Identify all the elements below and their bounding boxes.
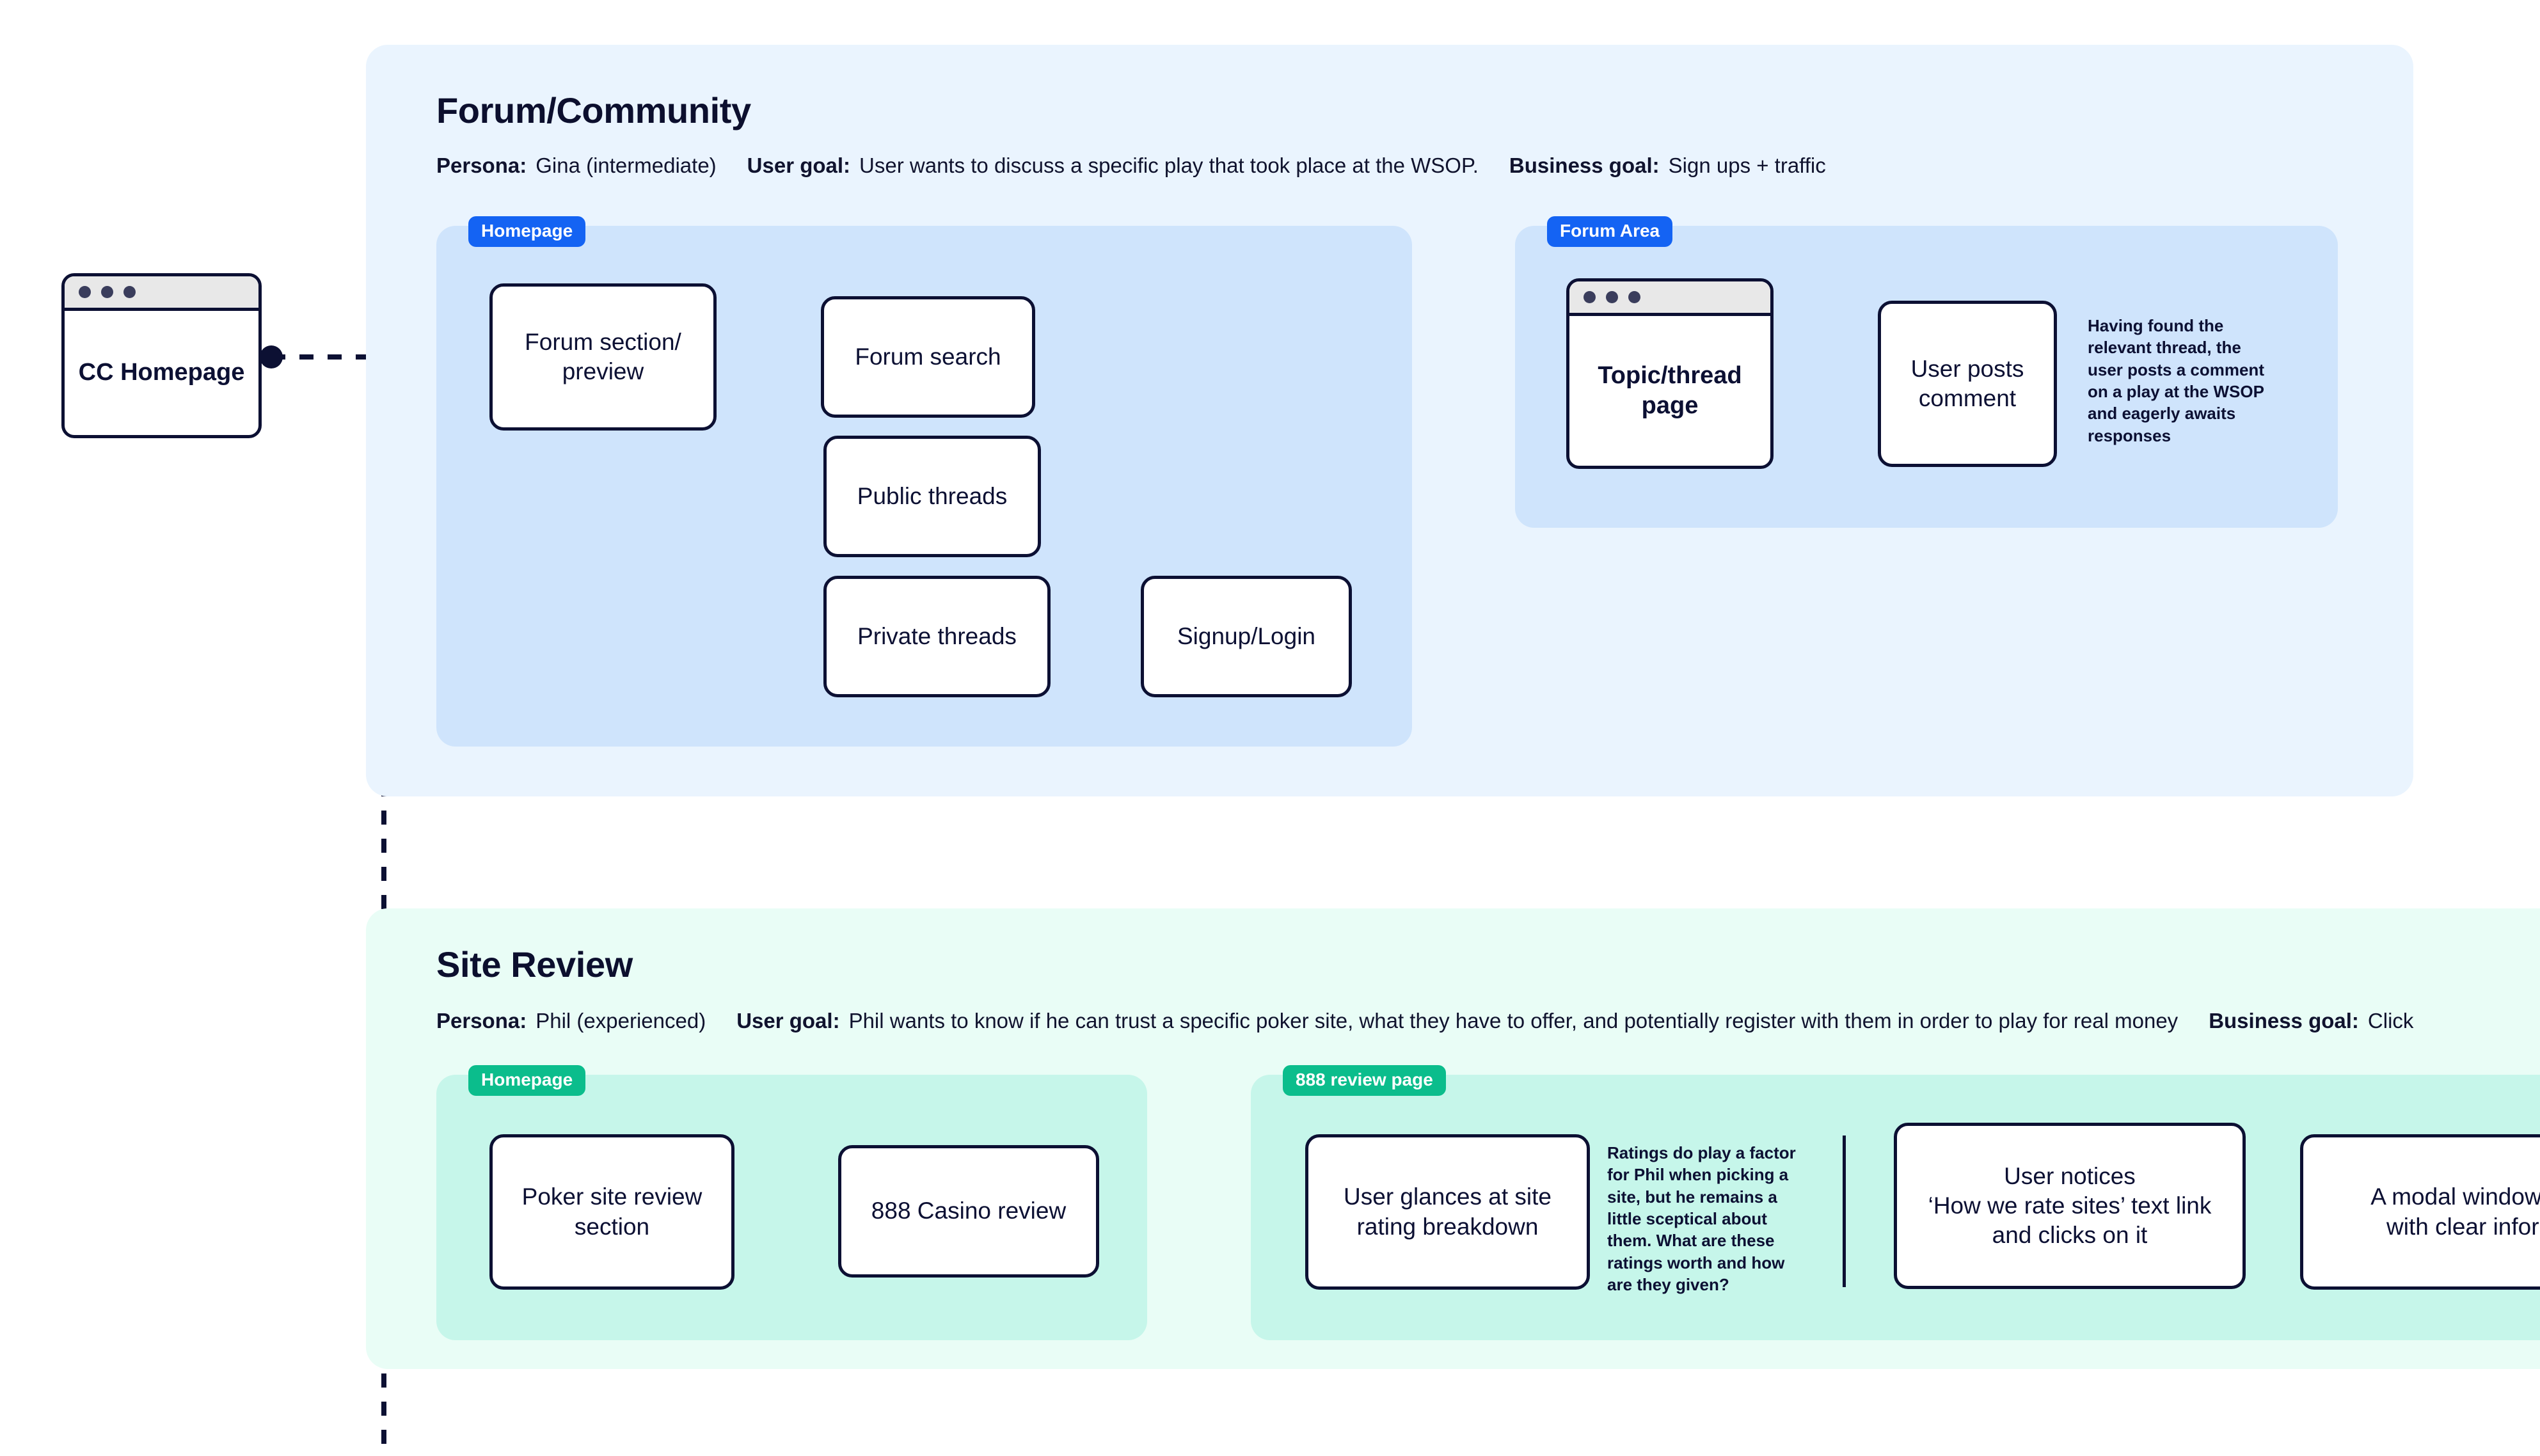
tag-review-888: 888 review page [1283, 1065, 1446, 1096]
note-forum-comment: Having found the relevant thread, the us… [2088, 316, 2264, 445]
browser-label-cc-homepage: CC Homepage [78, 359, 245, 386]
node-modal-window[interactable]: A modal window ope with clear informa [2300, 1134, 2540, 1290]
window-minimize-icon [1606, 291, 1618, 303]
section-title-review: Site Review [436, 944, 633, 985]
persona-value-review: Phil (experienced) [536, 1009, 706, 1033]
window-close-icon [1584, 291, 1596, 303]
section-title-forum: Forum/Community [436, 90, 751, 131]
tag-forum-area: Forum Area [1547, 216, 1673, 247]
persona-label-forum: Persona: [436, 154, 527, 177]
node-public-threads[interactable]: Public threads [823, 436, 1041, 557]
node-poker-site-review-section[interactable]: Poker site review section [489, 1134, 734, 1290]
business-goal-value-review: Click [2367, 1009, 2414, 1033]
window-close-icon [79, 286, 91, 298]
window-minimize-icon [101, 286, 113, 298]
user-goal-value-review: Phil wants to know if he can trust a spe… [848, 1009, 2179, 1033]
browser-topic-thread-page[interactable]: Topic/thread page [1566, 278, 1774, 469]
section-meta-review: Persona: Phil (experienced) User goal: P… [436, 1009, 2413, 1033]
node-888-casino-review[interactable]: 888 Casino review [838, 1145, 1099, 1278]
persona-label-review: Persona: [436, 1009, 527, 1033]
node-user-glances-rating[interactable]: User glances at site rating breakdown [1305, 1134, 1590, 1290]
section-meta-forum: Persona: Gina (intermediate) User goal: … [436, 154, 1826, 178]
window-maximize-icon [1628, 291, 1640, 303]
business-goal-label-forum: Business goal: [1509, 154, 1660, 177]
node-signup-login[interactable]: Signup/Login [1141, 576, 1352, 697]
browser-label-topic-thread-page: Topic/thread page [1598, 361, 1742, 420]
node-user-notices-link[interactable]: User notices ‘How we rate sites’ text li… [1894, 1123, 2246, 1289]
user-goal-label-review: User goal: [736, 1009, 840, 1033]
tag-review-homepage: Homepage [468, 1065, 586, 1096]
node-forum-search[interactable]: Forum search [821, 296, 1035, 418]
user-goal-value-forum: User wants to discuss a specific play th… [859, 154, 1479, 177]
persona-value-forum: Gina (intermediate) [536, 154, 717, 177]
window-maximize-icon [123, 286, 136, 298]
browser-titlebar-cc [65, 276, 258, 311]
business-goal-value-forum: Sign ups + traffic [1668, 154, 1826, 177]
note-divider [1843, 1136, 1846, 1287]
node-forum-section-preview[interactable]: Forum section/ preview [489, 283, 717, 431]
note-ratings: Ratings do play a factor for Phil when p… [1607, 1143, 1796, 1294]
browser-cc-homepage[interactable]: CC Homepage [61, 273, 262, 438]
business-goal-label-review: Business goal: [2209, 1009, 2359, 1033]
node-private-threads[interactable]: Private threads [823, 576, 1051, 697]
user-goal-label-forum: User goal: [747, 154, 851, 177]
tag-forum-homepage: Homepage [468, 216, 586, 247]
node-user-posts-comment[interactable]: User posts comment [1878, 301, 2057, 467]
browser-titlebar [1569, 281, 1770, 316]
